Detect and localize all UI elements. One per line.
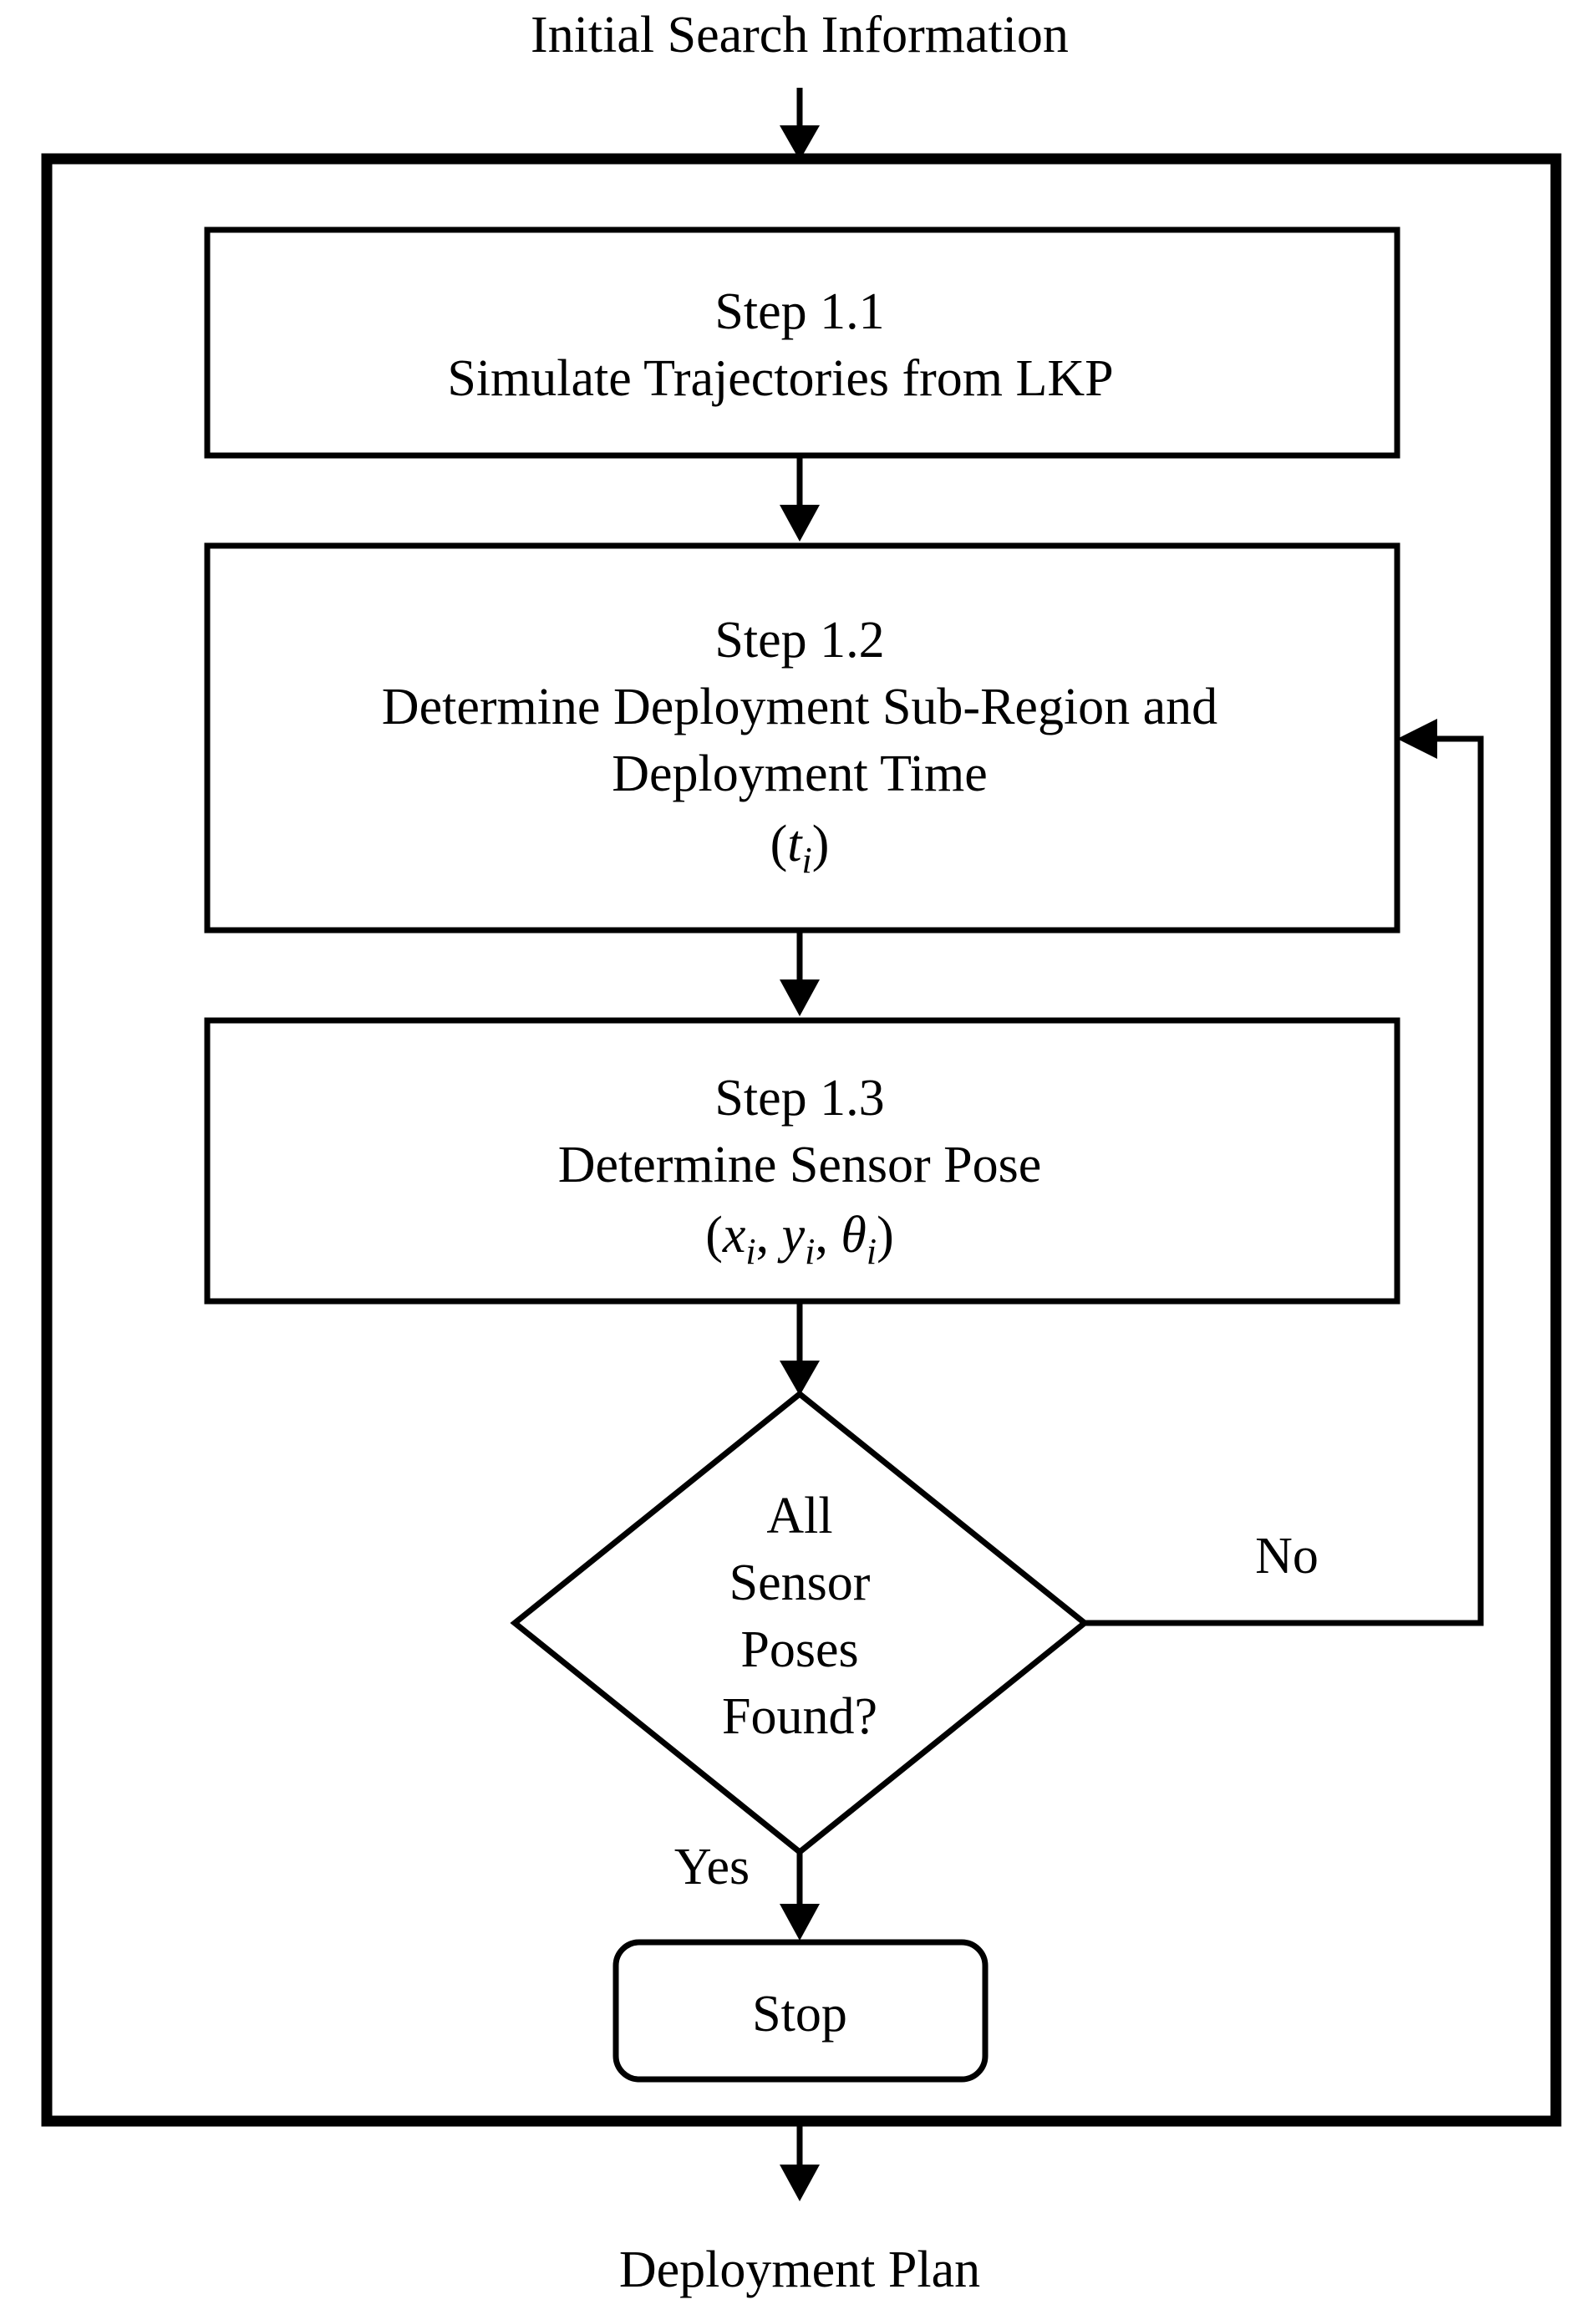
arrow-1-3-to-decision-head [780,1361,820,1396]
formula-sub-i: i [802,840,812,881]
paren-close: ) [812,816,830,873]
paren-open: ( [705,1207,723,1264]
step-1-3-title: Step 1.3 [714,1070,884,1127]
decision-text-line-4: Found? [722,1688,877,1745]
step-1-2-box [204,542,1400,934]
step-1-2-title: Step 1.2 [714,612,884,669]
decision-text-line-1: All [766,1488,832,1544]
formula-var-theta: θ [841,1207,866,1264]
yes-arrow-head [780,1904,820,1941]
decision-text-line-3: Poses [740,1621,858,1678]
formula-var-t: t [787,816,803,873]
arrow-1-2-to-1-3-head [780,979,820,1016]
stop-label: Stop [752,1986,847,2043]
arrow-1-1-to-1-2-head [780,505,820,542]
output-label: Deployment Plan [619,2241,980,2298]
formula-separator: , [815,1207,841,1264]
no-label: No [1255,1528,1319,1585]
input-arrow-head [780,125,820,160]
step-1-1-title: Step 1.1 [714,283,884,340]
step-1-1-description: Simulate Trajectories from LKP [447,350,1113,407]
step-1-3-description: Determine Sensor Pose [558,1137,1042,1193]
yes-label: Yes [674,1839,750,1895]
formula-sub-i: i [805,1231,815,1272]
paren-close: ) [877,1207,894,1264]
formula-sub-i: i [867,1231,877,1272]
no-loop-arrow-head [1397,719,1437,759]
step-1-2-description-line-1: Determine Deployment Sub-Region and [382,679,1217,735]
paren-open: ( [770,816,788,873]
formula-separator: , [756,1207,782,1264]
step-1-3-sensor-pose-formula: (xi, yi, θi) [705,1207,894,1272]
decision-text-line-2: Sensor [729,1554,871,1611]
step-1-1-box [204,226,1400,459]
stop-terminator [612,1939,989,2083]
step-1-2-deployment-time-formula: (ti) [770,816,830,881]
step-1-2-description-line-2: Deployment Time [612,745,988,802]
output-arrow-head [780,2165,820,2201]
input-label: Initial Search Information [531,7,1069,64]
formula-sub-i: i [745,1231,755,1272]
step-1-3-box [204,1017,1400,1305]
process-frame [41,153,1562,2127]
formula-var-y: y [777,1207,806,1264]
formula-var-x: x [722,1207,746,1264]
no-loop-connector [1085,735,1484,1626]
